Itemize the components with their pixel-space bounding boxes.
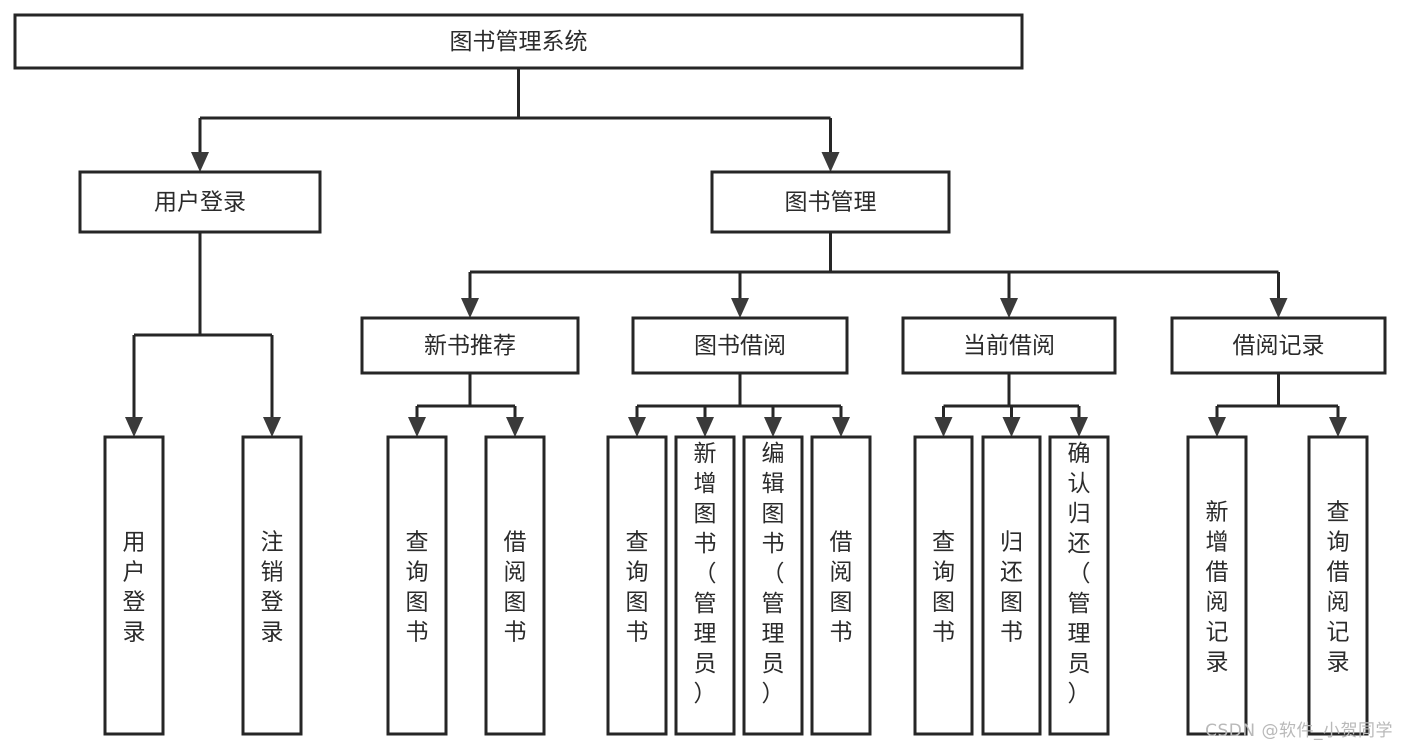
node-leaf[interactable]: 查询图书 bbox=[913, 435, 974, 736]
arrow-head-icon bbox=[461, 298, 479, 318]
node-leaf[interactable]: 归还图书 bbox=[981, 435, 1042, 736]
node-leaf[interactable]: 查询图书 bbox=[606, 435, 668, 736]
arrow-head-icon bbox=[696, 417, 714, 437]
node-leaf[interactable]: 用户登录 bbox=[103, 435, 165, 736]
node-label: 新增图书（管理员） bbox=[694, 441, 717, 707]
node-rect[interactable] bbox=[484, 435, 546, 736]
arrow-head-icon bbox=[1208, 417, 1226, 437]
node-leaf[interactable]: 查询借阅记录 bbox=[1307, 435, 1369, 736]
node-rect[interactable] bbox=[1307, 435, 1369, 736]
node-label: 注销登录 bbox=[261, 530, 284, 646]
arrow-head-icon bbox=[821, 152, 840, 172]
node-box[interactable]: 图书管理 bbox=[710, 170, 951, 234]
node-rect[interactable] bbox=[241, 435, 303, 736]
node-box[interactable]: 用户登录 bbox=[78, 170, 322, 234]
node-rect[interactable] bbox=[710, 170, 951, 234]
node-label: 图书借阅 bbox=[694, 333, 786, 359]
node-rect[interactable] bbox=[1048, 435, 1110, 736]
node-leaf[interactable]: 新增借阅记录 bbox=[1186, 435, 1248, 736]
node-label: 归还图书 bbox=[1000, 530, 1023, 646]
arrow-head-icon bbox=[1000, 298, 1018, 318]
node-label: 查询借阅记录 bbox=[1327, 500, 1350, 676]
node-box[interactable]: 当前借阅 bbox=[901, 316, 1117, 375]
connectors-layer bbox=[125, 68, 1347, 437]
node-leaf[interactable]: 确认归还（管理员） bbox=[1048, 435, 1110, 736]
node-box[interactable]: 图书借阅 bbox=[631, 316, 849, 375]
node-rect[interactable] bbox=[13, 13, 1024, 70]
arrow-head-icon bbox=[125, 417, 143, 437]
node-rect[interactable] bbox=[1170, 316, 1387, 375]
arrow-head-icon bbox=[731, 298, 749, 318]
node-label: 编辑图书（管理员） bbox=[762, 441, 785, 707]
node-label: 图书管理系统 bbox=[450, 29, 588, 55]
node-rect[interactable] bbox=[742, 435, 804, 736]
arrow-head-icon bbox=[764, 417, 782, 437]
node-box[interactable]: 图书管理系统 bbox=[13, 13, 1024, 70]
node-rect[interactable] bbox=[981, 435, 1042, 736]
node-label: 用户登录 bbox=[123, 530, 146, 646]
node-rect[interactable] bbox=[674, 435, 736, 736]
node-leaf[interactable]: 编辑图书（管理员） bbox=[742, 435, 804, 736]
arrow-head-icon bbox=[628, 417, 646, 437]
node-label: 用户登录 bbox=[154, 190, 246, 216]
nodes-layer: 图书管理系统用户登录图书管理新书推荐图书借阅当前借阅借阅记录用户登录注销登录查询… bbox=[13, 13, 1387, 736]
node-leaf[interactable]: 注销登录 bbox=[241, 435, 303, 736]
node-label: 查询图书 bbox=[406, 530, 429, 646]
arrow-head-icon bbox=[408, 417, 426, 437]
node-leaf[interactable]: 借阅图书 bbox=[810, 435, 872, 736]
node-leaf[interactable]: 新增图书（管理员） bbox=[674, 435, 736, 736]
node-label: 图书管理 bbox=[785, 190, 877, 216]
node-box[interactable]: 新书推荐 bbox=[360, 316, 580, 375]
node-rect[interactable] bbox=[78, 170, 322, 234]
node-label: 当前借阅 bbox=[963, 333, 1055, 359]
arrow-head-icon bbox=[832, 417, 850, 437]
node-label: 查询图书 bbox=[932, 530, 955, 646]
node-box[interactable]: 借阅记录 bbox=[1170, 316, 1387, 375]
node-label: 借阅记录 bbox=[1233, 333, 1325, 359]
arrow-head-icon bbox=[506, 417, 524, 437]
node-label: 确认归还（管理员） bbox=[1068, 441, 1091, 707]
node-rect[interactable] bbox=[103, 435, 165, 736]
node-rect[interactable] bbox=[913, 435, 974, 736]
node-rect[interactable] bbox=[810, 435, 872, 736]
arrow-head-icon bbox=[1070, 417, 1088, 437]
arrow-head-icon bbox=[1002, 417, 1021, 437]
arrow-head-icon bbox=[934, 417, 953, 437]
node-label: 借阅图书 bbox=[830, 530, 853, 646]
node-rect[interactable] bbox=[631, 316, 849, 375]
node-rect[interactable] bbox=[606, 435, 668, 736]
node-label: 借阅图书 bbox=[504, 530, 527, 646]
arrow-head-icon bbox=[191, 152, 209, 172]
node-label: 新书推荐 bbox=[424, 333, 516, 359]
arrow-head-icon bbox=[263, 417, 281, 437]
arrow-head-icon bbox=[1329, 417, 1347, 437]
arrow-head-icon bbox=[1269, 298, 1288, 318]
node-rect[interactable] bbox=[1186, 435, 1248, 736]
node-rect[interactable] bbox=[386, 435, 448, 736]
node-label: 查询图书 bbox=[626, 530, 649, 646]
node-rect[interactable] bbox=[901, 316, 1117, 375]
node-leaf[interactable]: 查询图书 bbox=[386, 435, 448, 736]
node-leaf[interactable]: 借阅图书 bbox=[484, 435, 546, 736]
node-rect[interactable] bbox=[360, 316, 580, 375]
node-label: 新增借阅记录 bbox=[1206, 500, 1229, 676]
